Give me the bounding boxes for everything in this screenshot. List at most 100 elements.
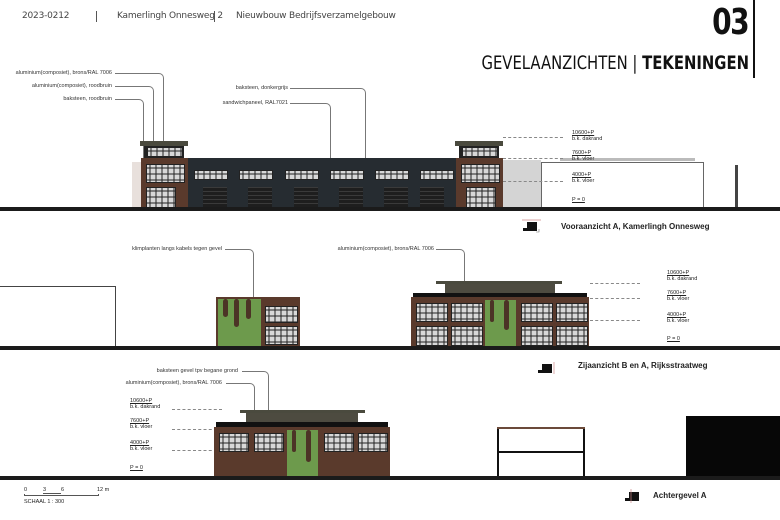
window [324, 433, 354, 452]
level-line [590, 283, 640, 284]
title-rule [753, 0, 755, 78]
window [416, 303, 448, 322]
neighbor-building [503, 160, 541, 208]
section-subtitle: TEKENINGEN [642, 52, 749, 74]
vine [246, 299, 251, 319]
window [461, 164, 500, 183]
level-marker: P = 0 [667, 336, 680, 342]
elevation-caption: Achtergevel A [653, 491, 707, 500]
leader-line [115, 86, 154, 144]
window [330, 170, 364, 180]
window [556, 303, 588, 322]
key-plan-icon [538, 362, 555, 374]
annotation: klimplanten langs kabels tegen gevel [132, 246, 222, 252]
neighbor-wall [132, 162, 142, 207]
level-line [172, 450, 217, 451]
window [146, 187, 176, 209]
window [219, 433, 249, 452]
project-number: 2023-0212 [22, 11, 70, 21]
neighbor-edge [735, 165, 738, 208]
neighbor-black-building [686, 416, 780, 477]
leader-line [225, 249, 254, 298]
header-divider [214, 11, 215, 22]
level-line [590, 298, 640, 299]
roof-edge [436, 281, 562, 284]
parapet [413, 293, 587, 297]
leader-line [290, 103, 331, 159]
overhead-door [339, 187, 363, 207]
window [254, 433, 284, 452]
window [466, 187, 496, 209]
vine [234, 299, 239, 327]
level-marker: P = 0 [130, 465, 143, 471]
ground-line [0, 207, 780, 211]
vine [306, 430, 311, 462]
window [239, 170, 273, 180]
parapet [216, 422, 388, 427]
vine [490, 300, 494, 322]
scale-tick: 6 [61, 487, 65, 493]
annotation: aluminium(composiet), brons/RAL 7006 [337, 246, 434, 252]
roof-edge [455, 141, 503, 146]
roof-edge [140, 141, 188, 146]
window [451, 326, 483, 346]
leader-line [115, 73, 164, 144]
annotation: aluminium(composiet), brons/RAL 7006 [125, 380, 222, 386]
level-marker: P = 0 [572, 197, 585, 203]
scale-tick: 12 m [97, 487, 110, 493]
overhead-door [420, 187, 444, 207]
level-line [503, 137, 563, 138]
overhead-door [294, 187, 318, 207]
window [265, 326, 298, 345]
title-separator: | [632, 52, 643, 74]
window [416, 326, 448, 346]
page-title: GEVELAANZICHTEN | TEKENINGEN [481, 52, 749, 74]
leader-line [226, 383, 255, 410]
window [462, 147, 498, 157]
section-title: GEVELAANZICHTEN [481, 52, 628, 74]
leader-line [436, 249, 465, 282]
overhead-door [203, 187, 227, 207]
window [147, 147, 183, 157]
scale-tick: 3 [43, 487, 47, 493]
window [521, 303, 553, 322]
window [358, 433, 388, 452]
annotation: aluminium(composiet), roodbruin [31, 83, 112, 89]
window [146, 164, 185, 183]
window [521, 326, 553, 346]
neighbor-roof [497, 427, 585, 429]
roof-edge [240, 410, 365, 413]
elevation-caption: Zijaanzicht B en A, Rijksstraatweg [578, 361, 708, 370]
scale-label: SCHAAL 1 : 300 [24, 499, 65, 505]
vine [223, 299, 228, 317]
window [285, 170, 319, 180]
vine [504, 300, 509, 330]
window [265, 306, 298, 323]
window [194, 170, 228, 180]
neighbor-roof [560, 158, 695, 161]
neighbor-building-outline [541, 162, 704, 208]
level-line [172, 429, 217, 430]
scale-segment [43, 493, 61, 494]
level-line [503, 158, 563, 159]
page-number: 03 [712, 2, 750, 43]
leader-line [290, 88, 366, 159]
key-plan-icon [522, 219, 541, 233]
window [375, 170, 409, 180]
annotation: baksteen, donkergrijs [235, 85, 288, 91]
overhead-door [384, 187, 408, 207]
level-line [503, 181, 563, 182]
annotation: baksteen, roodbruin [63, 96, 112, 102]
window [420, 170, 454, 180]
overhead-door [248, 187, 272, 207]
neighbor-floor [497, 451, 585, 453]
annotation: baksteen gevel tpv begane grond [156, 368, 238, 374]
